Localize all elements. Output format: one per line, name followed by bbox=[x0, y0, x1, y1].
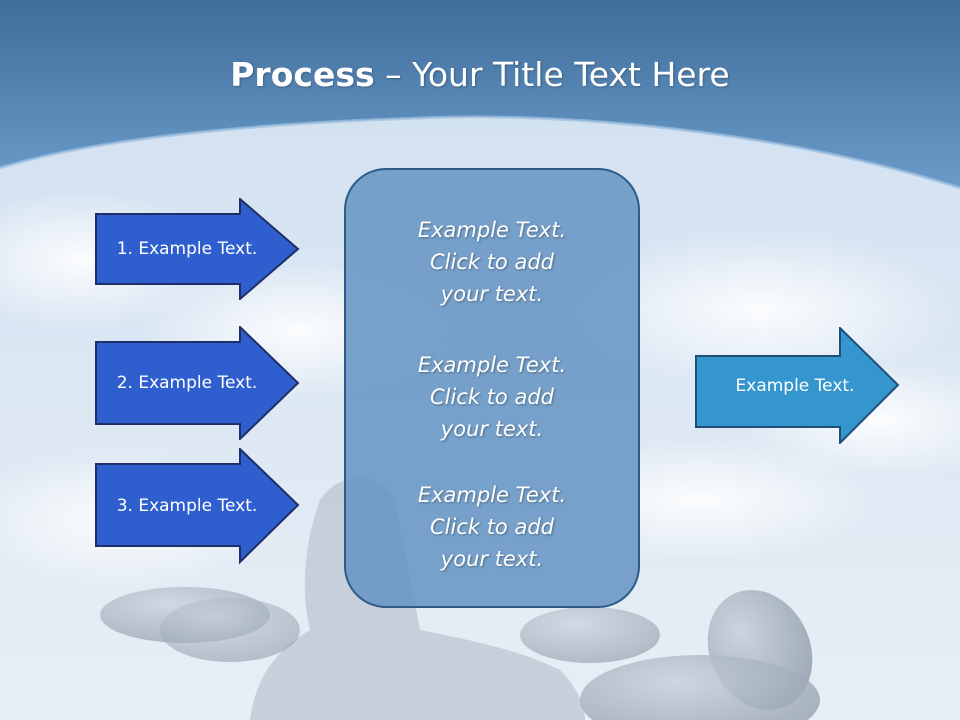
arrow-shape bbox=[695, 327, 900, 444]
stone bbox=[160, 598, 300, 662]
panel-line: Example Text. bbox=[417, 483, 567, 507]
header-curve bbox=[0, 115, 960, 190]
arrow-shape bbox=[95, 198, 300, 300]
arrow-label: 2. Example Text. bbox=[116, 373, 258, 393]
process-arrow-3[interactable]: 3. Example Text. bbox=[95, 448, 300, 564]
panel-line: Example Text. bbox=[417, 218, 567, 242]
arrow-label: 1. Example Text. bbox=[116, 239, 258, 259]
panel-line: Click to add bbox=[429, 515, 554, 539]
title-rest: – Your Title Text Here bbox=[374, 55, 730, 94]
process-arrow-2[interactable]: 2. Example Text. bbox=[95, 326, 300, 440]
arrow-label: 3. Example Text. bbox=[116, 496, 258, 516]
panel-line: Click to add bbox=[429, 250, 554, 274]
panel-text-block-3: Example Text. Click to add your text. bbox=[346, 479, 638, 575]
stone bbox=[580, 655, 820, 720]
panel-line: Example Text. bbox=[417, 353, 567, 377]
arrow-shape bbox=[95, 448, 300, 564]
header-band bbox=[0, 0, 960, 188]
arrow-shape bbox=[95, 326, 300, 440]
panel-line: your text. bbox=[440, 417, 544, 441]
panel-line: your text. bbox=[440, 282, 544, 306]
slide-title: Process – Your Title Text Here bbox=[0, 54, 960, 96]
stone bbox=[520, 607, 660, 663]
panel-text-block-2: Example Text. Click to add your text. bbox=[346, 349, 638, 445]
panel-line: Click to add bbox=[429, 385, 554, 409]
panel-line: your text. bbox=[440, 547, 544, 571]
panel-text-block-1: Example Text. Click to add your text. bbox=[346, 214, 638, 310]
title-bold: Process bbox=[230, 55, 375, 94]
arrow-label: Example Text. bbox=[735, 375, 855, 396]
center-text-panel[interactable]: Example Text. Click to add your text. Ex… bbox=[344, 168, 640, 608]
statue-silhouette bbox=[250, 477, 585, 720]
process-arrow-1[interactable]: 1. Example Text. bbox=[95, 198, 300, 300]
result-arrow[interactable]: Example Text. bbox=[695, 327, 900, 444]
